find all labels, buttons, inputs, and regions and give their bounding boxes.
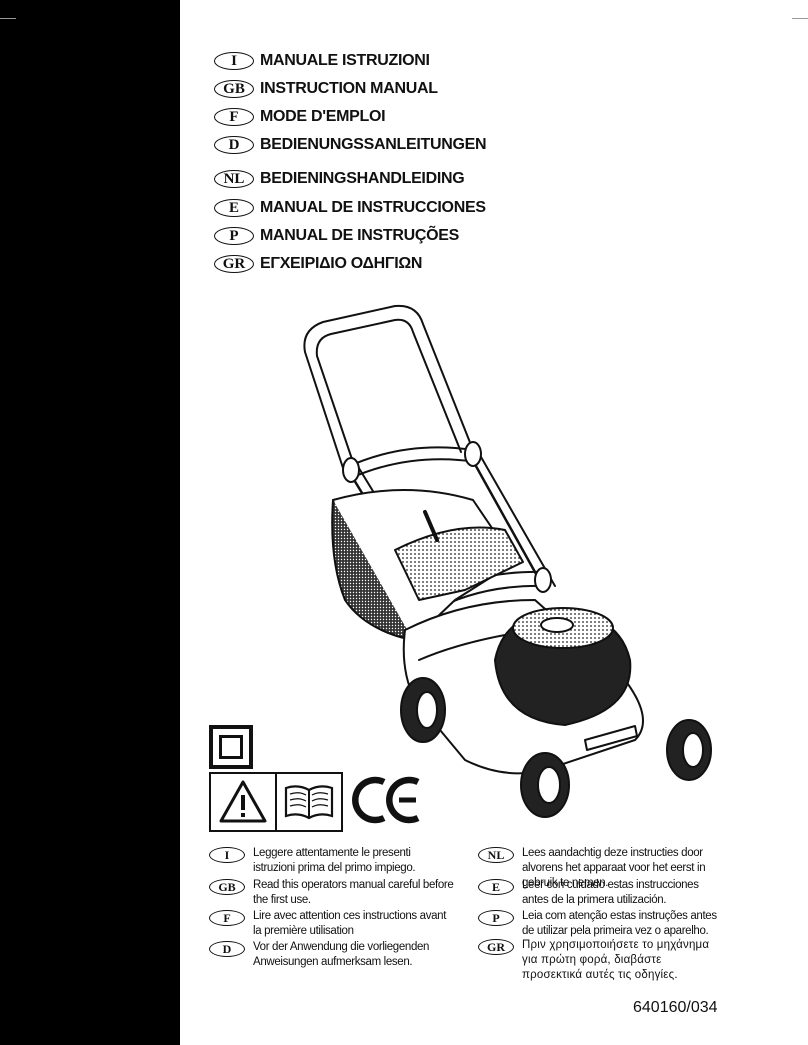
title-row-es: E MANUAL DE INSTRUCCIONES (214, 197, 486, 219)
title-row-de: D BEDIENUNGSSANLEITUNGEN (214, 134, 487, 156)
language-badge: GB (214, 80, 254, 98)
warning-box (209, 772, 343, 832)
title-text: ΕΓΧΕΙΡΙΔΙΟ ΟΔΗΓΙΩΝ (260, 255, 423, 272)
title-row-it: I MANUALE ISTRUZIONI (214, 50, 430, 72)
title-row-gr: GR ΕΓΧΕΙΡΙΔΙΟ ΟΔΗΓΙΩΝ (214, 253, 422, 275)
crop-mark (792, 18, 808, 19)
instruction-item-gb: GB Read this operators manual careful be… (209, 878, 454, 908)
language-badge: E (214, 199, 254, 217)
instruction-text: Vor der Anwendung die vorliegenden Anwei… (253, 941, 430, 968)
instruction-item-gr: GR Πριν χρησιμοποιήσετε το μηχάνημα για … (478, 938, 723, 983)
instruction-item-pt: P Leia com atenção estas instruções ante… (478, 909, 723, 939)
ce-mark-icon (352, 774, 424, 831)
instruction-text: Leggere attentamente le presenti istruzi… (253, 847, 416, 874)
language-badge: I (209, 847, 245, 863)
language-badge: P (214, 227, 254, 245)
title-text: MODE D'EMPLOI (260, 108, 386, 125)
title-row-gb: GB INSTRUCTION MANUAL (214, 78, 438, 100)
title-row-pt: P MANUAL DE INSTRUÇÕES (214, 225, 459, 247)
warning-triangle-icon (211, 774, 275, 830)
open-book-icon (275, 774, 341, 830)
instruction-item-nl: NL Lees aandachtig deze instructies door… (478, 846, 723, 891)
instruction-text: Πριν χρησιμοποιήσετε το μηχάνημα για πρώ… (522, 939, 710, 981)
black-side-strip (0, 0, 180, 1045)
instruction-text: Lire avec attention ces instructions ava… (253, 910, 447, 937)
instruction-text: Leia com atenção estas instruções antes … (522, 910, 717, 937)
title-row-fr: F MODE D'EMPLOI (214, 106, 386, 128)
double-insulation-icon (209, 725, 253, 769)
language-badge: NL (478, 847, 514, 863)
language-badge: E (478, 879, 514, 895)
language-badge: GB (209, 879, 245, 895)
title-text: BEDIENINGSHANDLEIDING (260, 170, 465, 187)
instruction-item-it: I Leggere attentamente le presenti istru… (209, 846, 454, 876)
title-text: MANUALE ISTRUZIONI (260, 52, 430, 69)
language-badge: F (214, 108, 254, 126)
language-badge: P (478, 910, 514, 926)
document-number: 640160/034 (633, 999, 718, 1016)
language-badge: GR (214, 255, 254, 273)
instruction-item-de: D Vor der Anwendung die vorliegenden Anw… (209, 940, 454, 970)
language-badge: GR (478, 939, 514, 955)
title-row-nl: NL BEDIENINGSHANDLEIDING (214, 168, 465, 190)
language-badge: F (209, 910, 245, 926)
title-text: MANUAL DE INSTRUCCIONES (260, 199, 486, 216)
crop-mark (0, 18, 16, 19)
title-text: INSTRUCTION MANUAL (260, 80, 438, 97)
language-badge: D (214, 136, 254, 154)
instruction-text: Leer con cuidado estas instrucciones ant… (522, 879, 699, 906)
instruction-item-fr: F Lire avec attention ces instructions a… (209, 909, 454, 939)
title-text: MANUAL DE INSTRUÇÕES (260, 227, 460, 244)
instruction-text: Lees aandachtig deze instructies door al… (522, 847, 706, 889)
language-badge: D (209, 941, 245, 957)
instruction-text: Read this operators manual careful befor… (253, 879, 454, 906)
language-badge: I (214, 52, 254, 70)
instruction-item-es: E Leer con cuidado estas instrucciones a… (478, 878, 723, 908)
lawnmower-illustration (303, 304, 712, 818)
title-text: BEDIENUNGSSANLEITUNGEN (260, 136, 487, 153)
language-badge: NL (214, 170, 254, 188)
